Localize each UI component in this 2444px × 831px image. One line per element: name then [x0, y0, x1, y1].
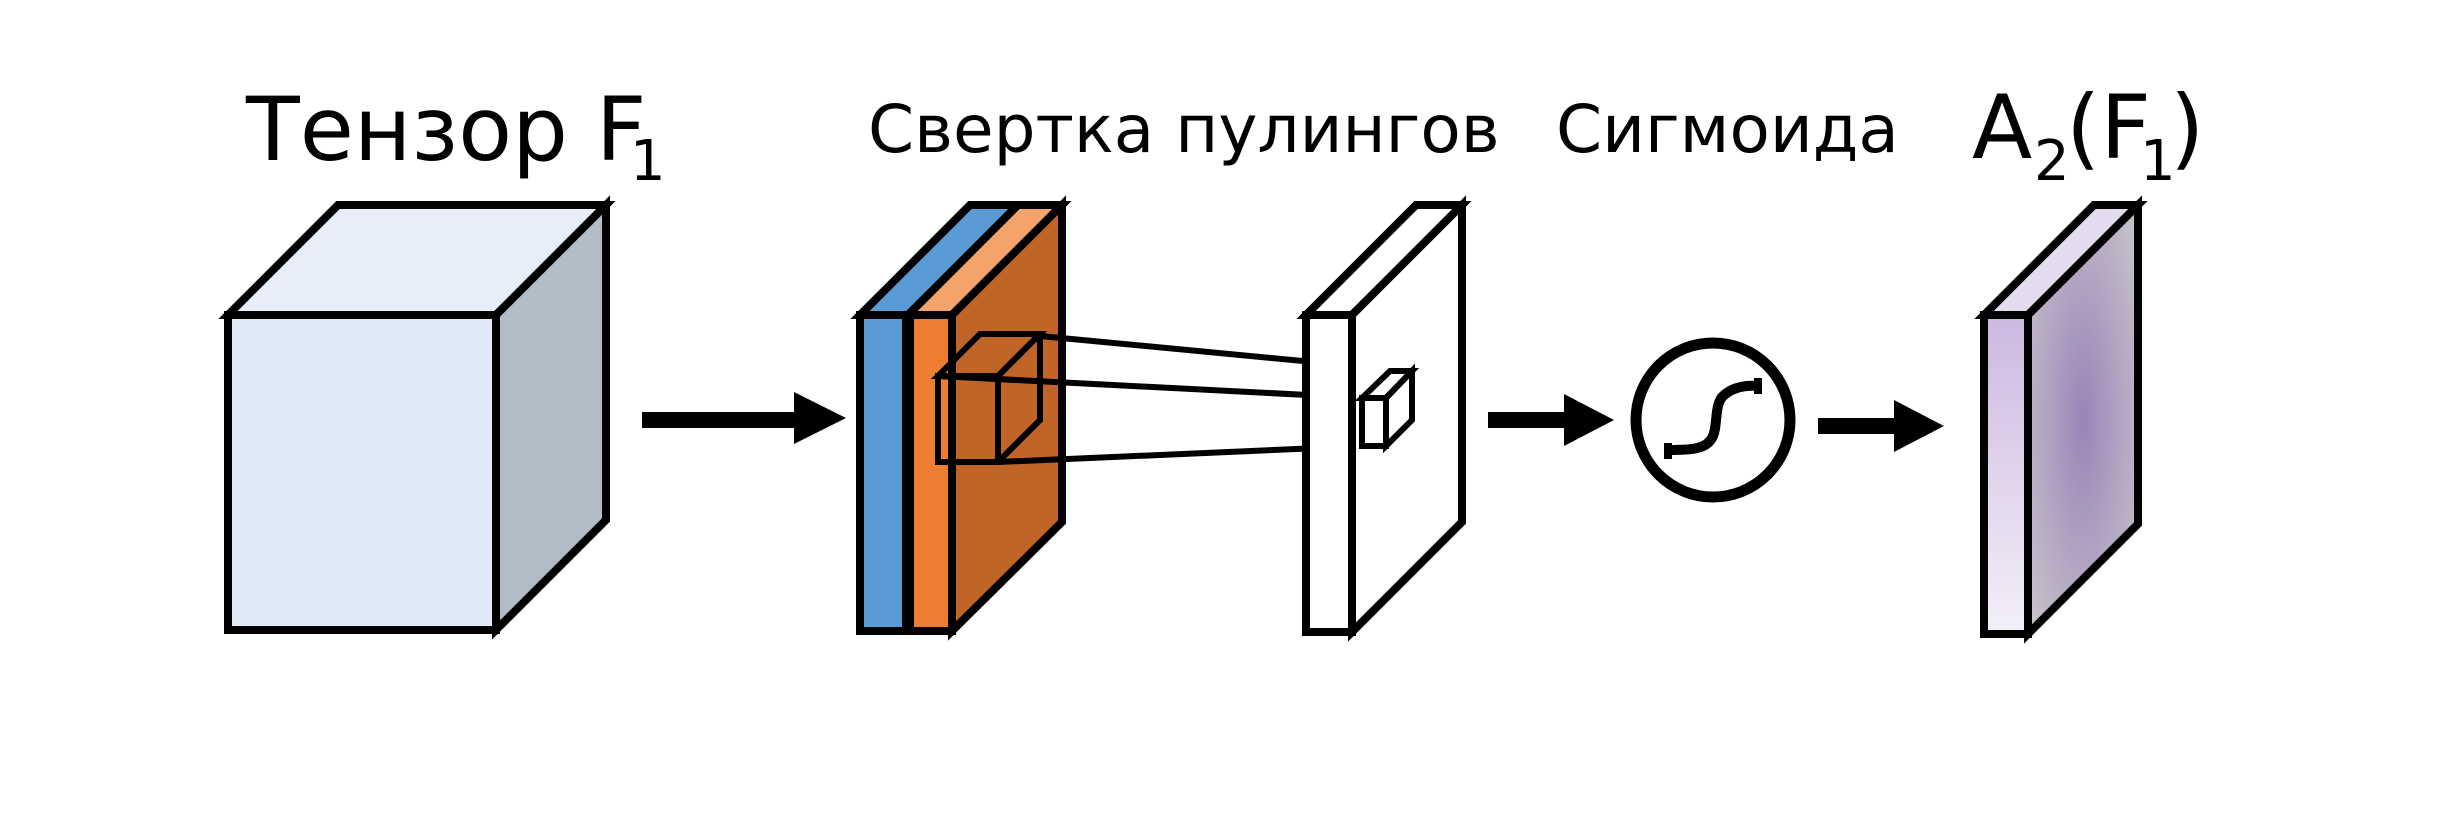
tensor-label-subscript: 1 [630, 129, 666, 194]
pool-blue-front [856, 311, 912, 635]
output-label-open: (F [2066, 76, 2151, 179]
arrow-right-icon [1818, 400, 1944, 452]
tensor-cube-front [224, 311, 500, 634]
output-label-a-subscript: 2 [2034, 129, 2070, 194]
feature-plane [1296, 195, 1472, 642]
arrow-right-icon [642, 392, 846, 444]
attention-map [1974, 195, 2148, 644]
output-label: A 2 (F 1 ) [1972, 76, 2204, 194]
attention-map-front [1980, 311, 2032, 638]
feature-plane-cell [1354, 363, 1420, 454]
pooling-conv-label: Свертка пулингов [868, 91, 1500, 168]
feature-plane-front [1302, 311, 1356, 636]
pooling-stack [850, 195, 1072, 641]
arrow-right-icon [1488, 394, 1614, 446]
input-tensor-cube [218, 195, 616, 640]
tensor-label-main: Тензор F [245, 78, 647, 181]
output-label-a: A [1972, 76, 2032, 179]
sigmoid-curve-icon [1630, 337, 1796, 503]
pool-orange-front [904, 311, 956, 635]
tensor-label: Тензор F 1 [245, 78, 666, 194]
output-label-f-subscript: 1 [2140, 129, 2176, 194]
output-label-close: ) [2170, 76, 2204, 179]
sigmoid-label: Сигмоида [1556, 91, 1899, 168]
